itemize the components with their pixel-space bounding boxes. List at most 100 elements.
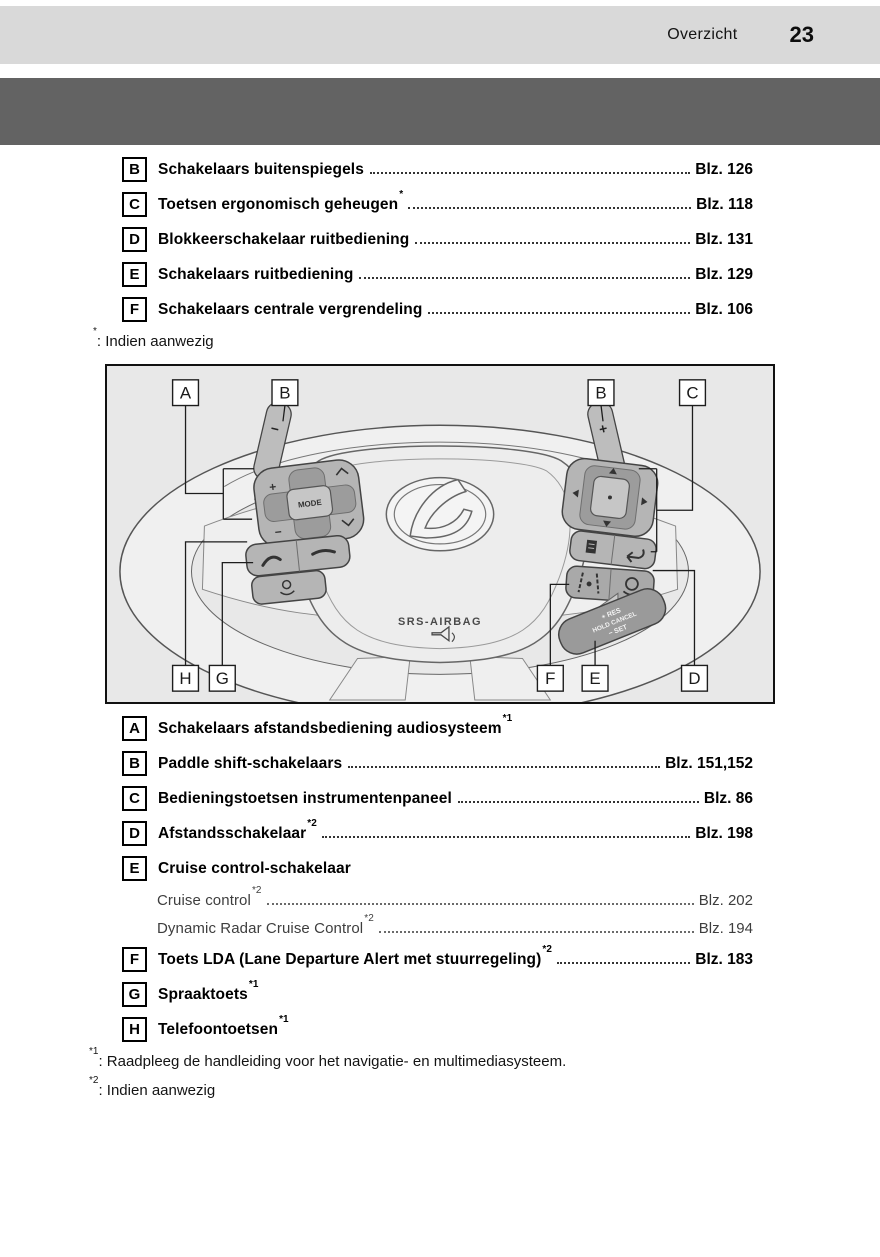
- toc-row: B Paddle shift-schakelaars Blz. 151,152: [122, 751, 753, 776]
- toc-row: D Blokkeerschakelaar ruitbediening Blz. …: [122, 227, 753, 252]
- page-reference: Blz. 106: [695, 301, 753, 318]
- footnote: *: Indien aanwezig: [93, 326, 214, 350]
- footnotes: *1: Raadpleeg de handleiding voor het na…: [88, 1046, 880, 1099]
- page-reference: Blz. 198: [695, 825, 753, 842]
- page-reference: Blz. 126: [695, 161, 753, 178]
- item-label: Toetsen ergonomisch geheugen*: [158, 188, 404, 213]
- page-reference: Blz. 202: [698, 892, 753, 909]
- page-reference: Blz. 131: [695, 231, 753, 248]
- header-gap: [0, 64, 880, 78]
- toc-row: G Spraaktoets*1: [122, 978, 753, 1007]
- svg-text:B: B: [279, 384, 290, 403]
- svg-text:−: −: [269, 420, 281, 437]
- svg-text:B: B: [595, 384, 606, 403]
- callout-lines: [184, 405, 696, 666]
- svg-text:H: H: [179, 669, 191, 688]
- item-label: Paddle shift-schakelaars: [158, 755, 343, 772]
- dotted-leader: [369, 161, 691, 174]
- dotted-leader: [408, 196, 692, 209]
- toc-row: F Toets LDA (Lane Departure Alert met st…: [122, 943, 753, 972]
- item-label: Schakelaars afstandsbediening audiosyste…: [158, 712, 513, 737]
- item-letter-badge: G: [122, 982, 147, 1007]
- callout-box-f: F: [536, 664, 564, 692]
- toc-list-top: B Schakelaars buitenspiegels Blz. 126 C …: [122, 157, 753, 322]
- page-top-margin: [0, 0, 880, 6]
- item-label: Blokkeerschakelaar ruitbediening: [158, 231, 410, 248]
- dotted-leader: [557, 951, 691, 964]
- cruise-control-stalk: + RES HOLD CANCEL − SET: [558, 588, 667, 655]
- dotted-leader: [359, 266, 691, 279]
- voice-button: [251, 569, 327, 605]
- item-letter-badge: F: [122, 297, 147, 322]
- callout-box-g: G: [208, 664, 236, 692]
- page-reference: Blz. 86: [703, 790, 753, 807]
- item-label: Spraaktoets*1: [158, 978, 259, 1003]
- item-label: Bedieningstoetsen instrumentenpaneel: [158, 790, 452, 807]
- item-letter-badge: D: [122, 821, 147, 846]
- item-letter-badge: C: [122, 786, 147, 811]
- toc-list-bottom: A Schakelaars afstandsbediening audiosys…: [122, 712, 753, 1042]
- phone-buttons: [245, 534, 351, 577]
- audio-control-pad: MODE + −: [253, 459, 365, 548]
- page-reference: Blz. 194: [698, 920, 753, 937]
- dotted-leader: [457, 790, 699, 803]
- dotted-leader: [321, 825, 691, 838]
- dotted-leader: [348, 755, 661, 768]
- steering-wheel-illustration: − + SRS-AIRBAG MODE + −: [107, 366, 773, 702]
- item-label: Toets LDA (Lane Departure Alert met stuu…: [158, 943, 553, 968]
- toc-row: B Schakelaars buitenspiegels Blz. 126: [122, 157, 753, 182]
- srs-airbag-label: SRS-AIRBAG: [398, 616, 482, 628]
- callout-box-b-right: B: [587, 379, 615, 407]
- callout-box-h: H: [171, 664, 200, 692]
- item-label: Dynamic Radar Cruise Control*2: [157, 913, 374, 937]
- callout-boxes: A B B C H G F E D: [171, 379, 709, 692]
- item-label: Telefoontoetsen*1: [158, 1013, 289, 1038]
- callout-box-d: D: [680, 664, 709, 692]
- page-reference: Blz. 183: [695, 951, 753, 968]
- callout-box-e: E: [581, 664, 609, 692]
- svg-text:C: C: [686, 384, 698, 403]
- item-letter-badge: A: [122, 716, 147, 741]
- horn-icon: [431, 625, 456, 643]
- item-letter-badge: H: [122, 1017, 147, 1042]
- toc-row: E Schakelaars ruitbediening Blz. 129: [122, 262, 753, 287]
- callout-box-a: A: [171, 379, 200, 407]
- instrument-panel-controls: [561, 457, 659, 537]
- svg-text:D: D: [688, 669, 700, 688]
- toc-row: E Cruise control-schakelaar: [122, 856, 753, 881]
- toc-row: A Schakelaars afstandsbediening audiosys…: [122, 712, 753, 741]
- menu-return-buttons: [569, 530, 657, 570]
- section-title: Overzicht: [667, 26, 738, 43]
- toc-row: C Toetsen ergonomisch geheugen* Blz. 118: [122, 188, 753, 217]
- item-label: Schakelaars buitenspiegels: [158, 161, 364, 178]
- svg-text:F: F: [545, 669, 555, 688]
- item-letter-badge: B: [122, 157, 147, 182]
- page-number: 23: [789, 22, 814, 47]
- item-label: Cruise control-schakelaar: [158, 860, 351, 877]
- item-label: Schakelaars ruitbediening: [158, 266, 354, 283]
- item-letter-badge: E: [122, 856, 147, 881]
- item-label: Afstandsschakelaar*2: [158, 817, 317, 842]
- item-letter-badge: D: [122, 227, 147, 252]
- footnote: *2: Indien aanwezig: [89, 1075, 216, 1099]
- svg-text:E: E: [589, 669, 600, 688]
- toc-row: C Bedieningstoetsen instrumentenpaneel B…: [122, 786, 753, 811]
- item-label: Schakelaars centrale vergrendeling: [158, 301, 423, 318]
- page-reference: Blz. 151,152: [665, 755, 753, 772]
- svg-text:−: −: [274, 525, 283, 540]
- footnote: *1: Raadpleeg de handleiding voor het na…: [89, 1046, 567, 1070]
- page-header: Overzicht 23: [0, 6, 880, 64]
- toc-row: H Telefoontoetsen*1: [122, 1013, 753, 1042]
- svg-text:G: G: [216, 669, 229, 688]
- toc-row: D Afstandsschakelaar*2 Blz. 198: [122, 817, 753, 846]
- svg-text:+: +: [268, 479, 277, 494]
- dotted-leader: [378, 920, 694, 933]
- svg-text:MODE: MODE: [297, 498, 322, 510]
- svg-text:+: +: [597, 420, 609, 437]
- item-letter-badge: F: [122, 947, 147, 972]
- cruise-sub-row: Dynamic Radar Cruise Control*2 Blz. 194: [157, 913, 753, 937]
- item-letter-badge: E: [122, 262, 147, 287]
- lexus-emblem-icon: [385, 476, 495, 552]
- page-reference: Blz. 129: [695, 266, 753, 283]
- toc-row: F Schakelaars centrale vergrendeling Blz…: [122, 297, 753, 322]
